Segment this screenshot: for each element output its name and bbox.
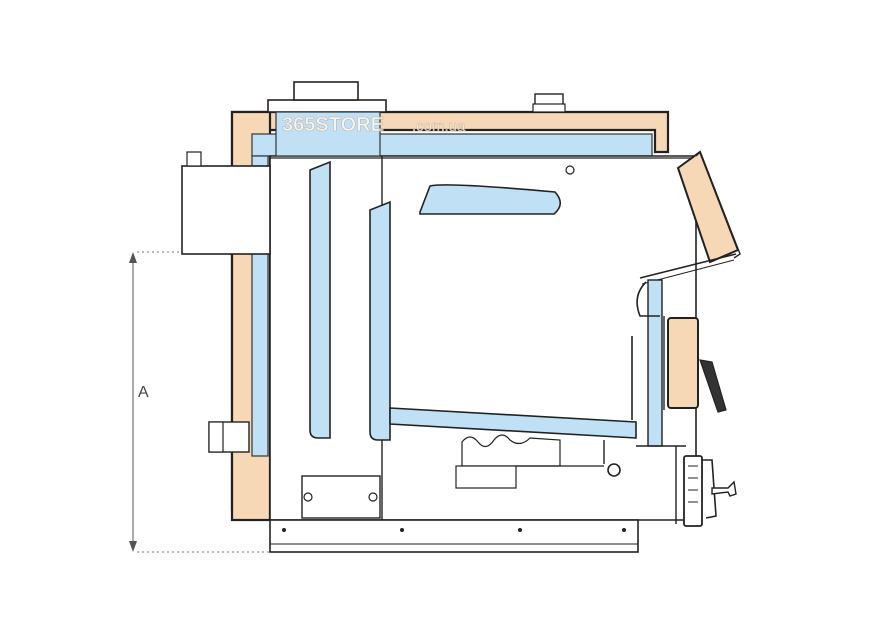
base-frame bbox=[269, 519, 639, 553]
hatch-bolt-left bbox=[303, 492, 313, 502]
loading-door-frame bbox=[695, 150, 741, 259]
cleaning-hatch bbox=[301, 475, 381, 519]
left-pipes bbox=[181, 151, 271, 453]
base-bolt-3 bbox=[518, 528, 522, 532]
watermark-domain: .com.ua bbox=[412, 118, 466, 135]
dimension-arrow-top bbox=[129, 252, 137, 263]
water-baffles bbox=[309, 160, 575, 441]
grate-shaker-handle bbox=[607, 463, 621, 477]
drain-pipe-cap bbox=[208, 421, 224, 453]
base-bolt-1 bbox=[282, 528, 286, 532]
inspection-hole bbox=[565, 165, 575, 175]
base-plate bbox=[269, 519, 639, 553]
baffle-left bbox=[309, 160, 331, 439]
middle-door bbox=[667, 317, 699, 409]
flue-collar bbox=[293, 81, 359, 101]
front-water-column bbox=[647, 279, 663, 447]
ash-box bbox=[455, 465, 517, 489]
air-damper-knob bbox=[711, 480, 737, 497]
top-fittings bbox=[267, 81, 566, 157]
dimension-label: A bbox=[138, 384, 149, 401]
loading-door-arm bbox=[639, 253, 737, 279]
watermark: 365STORE .com.ua bbox=[282, 114, 467, 137]
ash-pan-wave bbox=[461, 434, 561, 467]
front-panel-curve bbox=[636, 281, 660, 317]
front-doors bbox=[631, 150, 741, 527]
cleaning-hatch-plate bbox=[301, 475, 381, 519]
grate-assembly bbox=[389, 407, 637, 489]
dimension-arrow-bottom bbox=[129, 541, 137, 552]
hatch-bolt-right bbox=[368, 492, 378, 502]
base-bolt-4 bbox=[622, 528, 626, 532]
grate-water-channel bbox=[389, 407, 637, 439]
return-pipe-upper bbox=[181, 165, 271, 255]
watermark-brand: 365STORE bbox=[282, 114, 384, 136]
upper-flue-baffle bbox=[419, 184, 562, 215]
base-bolt-2 bbox=[400, 528, 404, 532]
ash-door bbox=[683, 455, 703, 527]
top-outlet-nozzle-base bbox=[532, 103, 566, 113]
flue-collar-base bbox=[267, 99, 387, 113]
baffle-middle bbox=[369, 200, 391, 441]
water-jacket-top-inlet bbox=[275, 111, 381, 157]
middle-door-handle bbox=[699, 359, 727, 413]
dimension-a: A bbox=[129, 251, 270, 553]
return-pipe-flange bbox=[186, 151, 202, 167]
